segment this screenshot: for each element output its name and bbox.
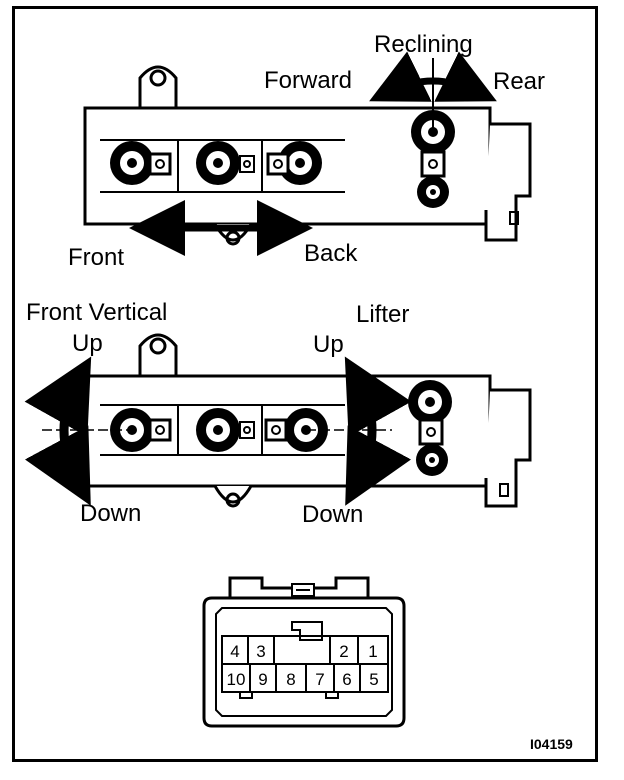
reclining-label: Reclining	[374, 31, 473, 58]
front-vertical-down-label: Down	[80, 500, 142, 527]
pin-8: 8	[286, 670, 295, 689]
front-vertical-label: Front Vertical	[26, 299, 168, 326]
pin-7: 7	[315, 670, 324, 689]
pin-5: 5	[369, 670, 378, 689]
figure-frame	[12, 6, 598, 762]
middle-knob-2	[196, 408, 255, 452]
lifter-side-knob	[408, 380, 452, 476]
pin-3: 3	[256, 642, 265, 661]
pin-1: 1	[368, 642, 377, 661]
top-knob-2	[196, 141, 255, 185]
reclining-knob	[411, 110, 455, 208]
figure-code: I04159	[530, 736, 573, 752]
middle-knob-3	[264, 408, 328, 452]
pin-9: 9	[258, 670, 267, 689]
rear-label: Rear	[493, 68, 546, 95]
pin-10: 10	[227, 670, 246, 689]
back-label: Back	[304, 240, 358, 267]
lifter-label: Lifter	[356, 301, 410, 328]
pin-4: 4	[230, 642, 239, 661]
pin-6: 6	[342, 670, 351, 689]
lifter-up-label: Up	[313, 331, 344, 358]
top-knob-3	[266, 141, 322, 185]
connector	[202, 576, 406, 728]
pin-2: 2	[339, 642, 348, 661]
front-vertical-arrow	[24, 356, 92, 506]
lifter-arrow	[344, 356, 412, 506]
front-vertical-up-label: Up	[72, 330, 103, 357]
forward-label: Forward	[264, 67, 353, 94]
top-knob-1	[110, 141, 172, 185]
reclining-arrow	[369, 51, 497, 128]
lifter-down-label: Down	[302, 501, 364, 528]
front-label: Front	[68, 244, 125, 271]
